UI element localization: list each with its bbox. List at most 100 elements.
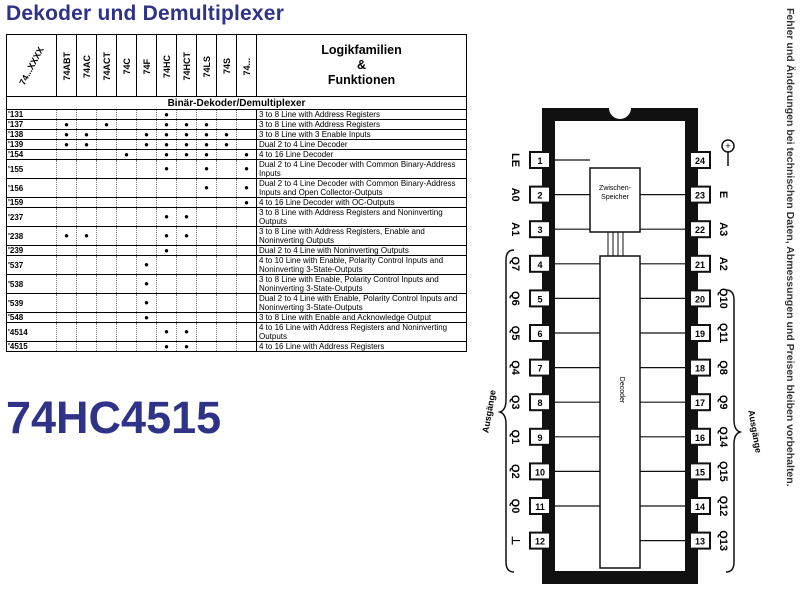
empty-cell	[196, 197, 217, 208]
right-outputs-label: Ausgänge	[746, 409, 763, 454]
empty-cell	[116, 119, 137, 130]
family-column-header: 74ABT	[56, 34, 77, 97]
pin-box-left	[529, 427, 551, 446]
latch-block	[589, 167, 641, 233]
empty-cell	[156, 255, 177, 275]
empty-cell	[76, 149, 97, 160]
decoder-label: Decoder	[618, 377, 625, 404]
pin-box-right	[689, 151, 711, 169]
pin-number-left: 10	[535, 467, 545, 477]
empty-cell	[176, 293, 197, 313]
pin-box-right	[689, 393, 711, 412]
pin-number-right: 14	[695, 502, 705, 512]
table-row: '155●●●Dual 2 to 4 Line Decoder with Com…	[6, 159, 467, 179]
function-description: 3 to 8 Line with Address Registers and N…	[256, 207, 467, 227]
device-code: '155	[6, 159, 57, 179]
empty-cell	[156, 197, 177, 208]
empty-cell	[236, 255, 257, 275]
empty-cell	[216, 322, 237, 342]
availability-dot: ●	[196, 129, 217, 140]
empty-cell	[116, 341, 137, 352]
availability-dot: ●	[236, 197, 257, 208]
empty-cell	[96, 293, 117, 313]
function-description: Dual 2 to 4 Line Decoder	[256, 139, 467, 150]
pin-number-right: 17	[695, 398, 705, 408]
table-row: '131●3 to 8 Line with Address Registers	[6, 109, 467, 120]
empty-cell	[196, 293, 217, 313]
empty-cell	[176, 109, 197, 120]
empty-cell	[116, 207, 137, 227]
pin-box-left	[529, 393, 551, 412]
page-title: Dekoder und Demultiplexer	[6, 2, 285, 25]
empty-cell	[136, 159, 157, 179]
pin-label-left: Q6	[509, 291, 521, 306]
empty-cell	[176, 312, 197, 323]
device-code: '154	[6, 149, 57, 160]
empty-cell	[76, 341, 97, 352]
availability-dot: ●	[136, 139, 157, 150]
table-row: '538●3 to 8 Line with Enable, Polarity C…	[6, 274, 467, 294]
empty-cell	[216, 293, 237, 313]
left-outputs-brace	[497, 249, 515, 573]
pinout-diagram: Zwischen- Speicher Decoder + Ausgänge Au…	[470, 100, 770, 594]
table-row: '537●4 to 10 Line with Enable, Polarity …	[6, 255, 467, 275]
availability-dot: ●	[216, 129, 237, 140]
empty-cell	[236, 109, 257, 120]
pin-number-left: 5	[537, 294, 542, 304]
availability-dot: ●	[176, 119, 197, 130]
empty-cell	[176, 255, 197, 275]
availability-dot: ●	[156, 245, 177, 256]
empty-cell	[56, 207, 77, 227]
table-row: '4515●●4 to 16 Line with Address Registe…	[6, 341, 467, 352]
table-row: '156●●Dual 2 to 4 Line Decoder with Comm…	[6, 178, 467, 198]
empty-cell	[216, 119, 237, 130]
left-outputs-label: Ausgänge	[480, 389, 497, 434]
pin-label-left: Q7	[509, 256, 521, 271]
family-column-header: 74ACT	[96, 34, 117, 97]
empty-cell	[156, 293, 177, 313]
empty-cell	[116, 293, 137, 313]
right-outputs-brace	[725, 289, 743, 573]
empty-cell	[136, 245, 157, 256]
pin-number-left: 2	[537, 191, 542, 201]
function-description: Dual 2 to 4 Line with Noninverting Outpu…	[256, 245, 467, 256]
function-description: 3 to 8 Line with Address Registers, Enab…	[256, 226, 467, 246]
family-column-header: 74HCT	[176, 34, 197, 97]
availability-dot: ●	[76, 129, 97, 140]
empty-cell	[76, 207, 97, 227]
empty-cell	[76, 245, 97, 256]
empty-cell	[196, 255, 217, 275]
family-column-header: 74HC	[156, 34, 177, 97]
empty-cell	[76, 312, 97, 323]
empty-cell	[196, 341, 217, 352]
function-description: Dual 2 to 4 Line with Enable, Polarity C…	[256, 293, 467, 313]
device-code: '238	[6, 226, 57, 246]
empty-cell	[216, 255, 237, 275]
pin-number-left: 8	[537, 398, 542, 408]
empty-cell	[96, 245, 117, 256]
device-code: '156	[6, 178, 57, 198]
pin-box-left	[529, 220, 551, 239]
empty-cell	[96, 274, 117, 294]
pin-number-right: 24	[695, 156, 705, 166]
empty-cell	[136, 149, 157, 160]
availability-dot: ●	[56, 129, 77, 140]
empty-cell	[216, 341, 237, 352]
empty-cell	[116, 139, 137, 150]
empty-cell	[196, 322, 217, 342]
pin-number-right: 13	[695, 537, 705, 547]
empty-cell	[176, 159, 197, 179]
availability-dot: ●	[136, 293, 157, 313]
empty-cell	[136, 109, 157, 120]
availability-dot: ●	[76, 139, 97, 150]
empty-cell	[56, 293, 77, 313]
empty-cell	[136, 207, 157, 227]
pin-label-right: Q13	[717, 530, 729, 551]
empty-cell	[96, 149, 117, 160]
availability-dot: ●	[76, 226, 97, 246]
table-row: '139●●●●●●●Dual 2 to 4 Line Decoder	[6, 139, 467, 150]
empty-cell	[216, 207, 237, 227]
pin-box-right	[689, 427, 711, 446]
empty-cell	[56, 341, 77, 352]
availability-dot: ●	[176, 322, 197, 342]
